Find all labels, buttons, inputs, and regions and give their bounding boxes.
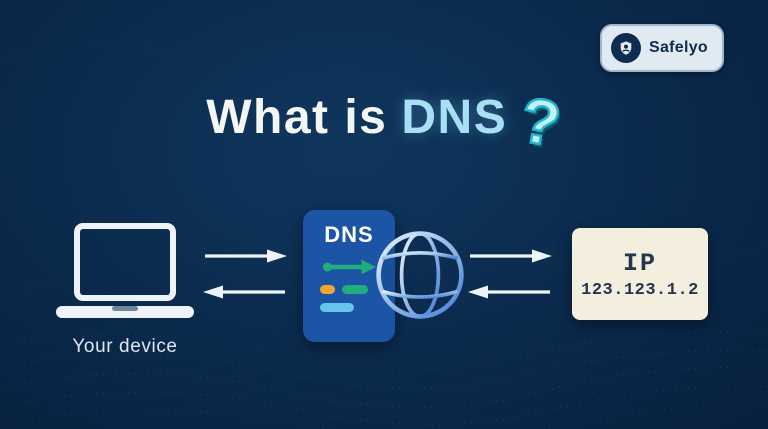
orange-bar [320,285,335,294]
arrows-dns-ip [468,249,552,299]
dns-card-rows [320,258,378,312]
device-label: Your device [72,336,178,357]
question-mark-icon: ? [514,81,569,161]
arrows-device-dns [203,249,287,299]
safelyo-logo-badge: Safelyo [599,24,724,72]
arrow-right-icon [470,249,552,263]
title-highlight: DNS [401,91,508,144]
blue-bar [320,303,354,312]
ip-value: 123.123.1.2 [581,280,699,300]
arrow-right-icon [205,249,287,263]
route-arrow-icon [322,259,376,275]
arrow-left-icon [203,285,285,299]
teal-bar [342,285,368,294]
title-prefix: What is [206,91,388,144]
device-group: Your device [50,222,200,358]
laptop-icon [56,223,194,318]
dns-bars-row [320,285,368,294]
ip-result-card: IP 123.123.1.2 [572,228,708,320]
shield-icon [610,33,641,63]
ip-label: IP [622,248,657,278]
arrow-left-icon [468,285,550,299]
globe-icon [376,231,464,319]
logo-text: Safelyo [648,39,708,56]
dns-server-card: DNS [303,210,395,342]
dns-label: DNS [324,222,374,247]
